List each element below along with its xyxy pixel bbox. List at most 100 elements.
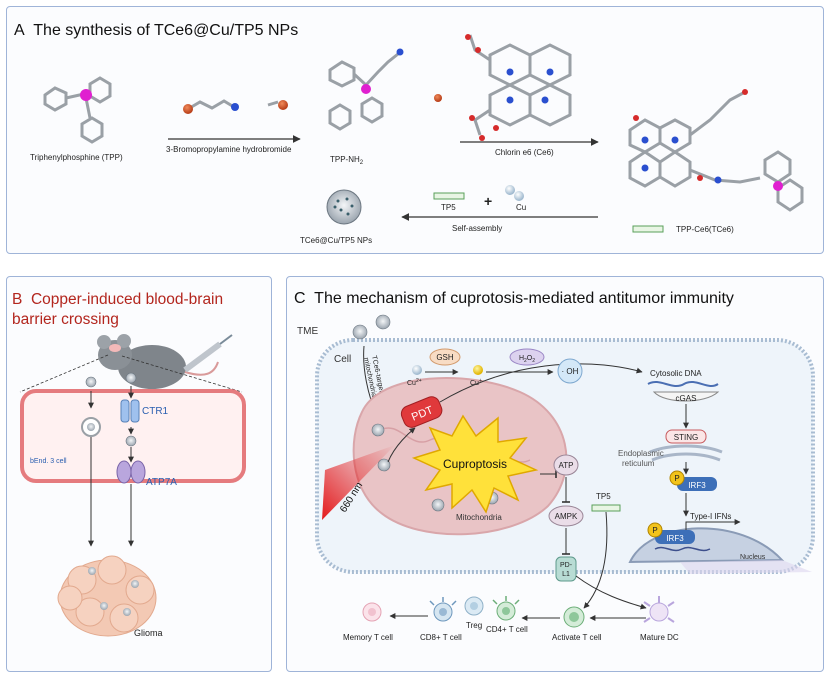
bend3-label: bEnd. 3 cell (30, 458, 67, 465)
cu1-ion-icon (473, 365, 483, 375)
oh-label: · OH (562, 367, 579, 376)
atp-badge (553, 454, 579, 476)
tme-label: TME (297, 326, 318, 337)
atp-label: ATP (559, 461, 574, 470)
vesicle-np-icon (87, 423, 95, 431)
dna-strand-icon (647, 381, 719, 387)
ampk-label: AMPK (555, 512, 578, 521)
h2o2-badge (509, 348, 545, 366)
mitochondria-label: Mitochondria (456, 513, 502, 522)
np-entering-icon (375, 314, 391, 330)
gsh-badge (429, 348, 461, 366)
np-inside-icon (125, 435, 137, 447)
phospho-badge-2 (647, 522, 663, 538)
cu2-label: Cu2+ (407, 378, 422, 387)
nanoparticle-icon (326, 189, 362, 225)
er-label-1: Endoplasmic (618, 449, 664, 458)
panel-a (6, 6, 824, 254)
ampk-badge (548, 505, 584, 527)
ifn-arrow (685, 519, 741, 530)
phospho-label-1: P (674, 474, 679, 483)
cuproptosis-burst-icon (411, 414, 539, 514)
treg-label: Treg (466, 621, 482, 630)
activate-t-cell-icon (563, 606, 585, 628)
step1-label: 3-Bromopropylamine hydrobromide (166, 145, 292, 154)
er-label-2: reticulum (622, 459, 655, 468)
panel-b-title-line1: Copper-induced blood-brain (30, 291, 224, 308)
tpp-nh2-label: TPP-NH2 (330, 155, 364, 166)
cuproptosis-label: Cuproptosis (443, 457, 507, 471)
glioma-cells-icon (57, 555, 157, 637)
mature-dc-label: Mature DC (640, 633, 679, 642)
irf3-label-1: IRF3 (688, 481, 706, 490)
atp7a-transporter-icon (116, 460, 146, 484)
np-mito-1-icon (371, 423, 385, 437)
tpp-ce6-molecule-icon (628, 89, 804, 212)
ctr1-label: CTR1 (142, 406, 169, 417)
zoom-lines (19, 354, 243, 393)
activate-t-label: Activate T cell (552, 633, 602, 642)
plus-sign: + (484, 193, 492, 209)
treg-cell-icon (464, 596, 484, 616)
cd8-label: CD8+ T cell (420, 633, 462, 642)
cd4-label: CD4+ T cell (486, 625, 528, 634)
panel-a-title: The synthesis of TCe6@Cu/TP5 NPs (33, 22, 299, 39)
nps-label: TCe6@Cu/TP5 NPs (300, 236, 372, 245)
tpp-label: Triphenylphosphine (TPP) (30, 153, 123, 162)
np-mito-3-icon (431, 498, 445, 512)
panel-b-title-line2: barrier crossing (12, 311, 119, 328)
sting-badge (665, 429, 707, 444)
sting-label: STING (674, 433, 698, 442)
cd8-t-cell-icon (429, 597, 457, 622)
self-assembly-label: Self-assembly (452, 224, 502, 233)
phospho-badge-1 (669, 470, 685, 486)
irf3-badge-2 (655, 530, 695, 544)
tp5-bar-c-icon (591, 504, 621, 512)
np-top-left-icon (85, 376, 97, 388)
bend3-cell-membrane (20, 389, 246, 483)
atp7a-label: ATP7A (146, 477, 177, 488)
tpp-nh2-molecule-icon (328, 48, 404, 131)
np-top-right-icon (125, 372, 137, 384)
tpp-ce6-label: TPP-Ce6(TCe6) (676, 225, 734, 234)
panel-a-heading: A The synthesis of TCe6@Cu/TP5 NPs (14, 22, 298, 40)
h2o2-label: H2O2 (519, 355, 535, 364)
step2-label: Chlorin e6 (Ce6) (495, 148, 554, 157)
cu2-ion-icon (412, 365, 422, 375)
np-outside-icon (352, 324, 368, 340)
cytosolic-dna-label: Cytosolic DNA (650, 369, 702, 378)
irf3-badge-1 (677, 477, 717, 491)
oh-radical-badge (557, 358, 583, 384)
tp5-label-a: TP5 (441, 203, 456, 212)
ctr1-transporter-icon (120, 399, 140, 423)
tce6-tp5-bar-icon (632, 225, 664, 233)
panel-a-letter: A (14, 22, 25, 39)
nucleus-glow (680, 560, 812, 574)
pdl1-badge (555, 556, 577, 582)
pdt-to-dna-arrow (439, 363, 643, 403)
pdt-badge: PDT (400, 396, 443, 428)
bromopropylamine-molecule-icon (183, 99, 288, 114)
memory-t-cell-icon (362, 602, 382, 622)
ifn-label: Type-I IFNs (690, 512, 731, 521)
cu1-label: Cu+ (470, 378, 482, 387)
tp5-label-c: TP5 (596, 492, 611, 501)
panel-b-letter: B (12, 291, 23, 308)
nucleus-label: Nucleus (740, 554, 766, 561)
cu-label-a: Cu (516, 203, 526, 212)
memory-t-label: Memory T cell (343, 633, 393, 642)
panel-c-letter: C (294, 290, 306, 307)
gsh-label: GSH (436, 353, 454, 362)
glioma-label: Glioma (134, 628, 163, 638)
irf3-label-2: IRF3 (666, 534, 684, 543)
pdl1-to-dc-arrow (575, 575, 647, 610)
np-to-pdt-arrow (387, 427, 416, 463)
panel-b-heading: B Copper-induced blood-brain barrier cros… (12, 290, 223, 330)
cell-label: Cell (334, 354, 351, 365)
ce6-molecule-icon (465, 34, 572, 141)
phospho-label-2: P (652, 526, 657, 535)
panel-c-heading: C The mechanism of cuprotosis-mediated a… (294, 290, 734, 308)
np-mito-2-icon (377, 458, 391, 472)
pdl1-label-1: PD- (560, 562, 573, 569)
laser-beam-icon (322, 445, 395, 520)
